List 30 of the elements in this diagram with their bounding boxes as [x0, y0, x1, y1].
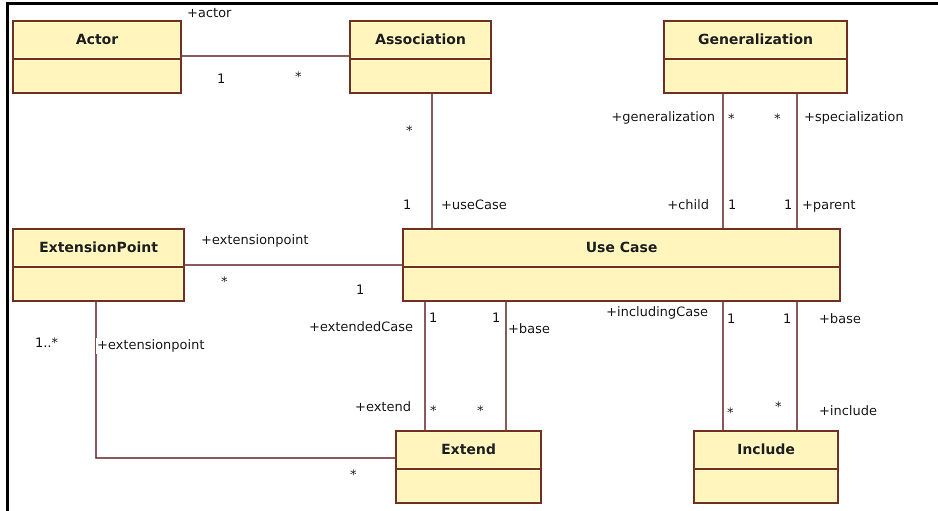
association-line [722, 302, 724, 430]
class-box [395, 430, 542, 504]
association-line [796, 302, 798, 430]
role-label: +extensionpoint [96, 338, 206, 354]
association-line [431, 94, 433, 228]
association-line [796, 94, 798, 228]
role-label: +specialization [803, 110, 905, 126]
class-box [402, 228, 841, 302]
association-line [722, 94, 724, 228]
class-box [693, 430, 839, 504]
association-line [505, 302, 507, 430]
role-label: +generalization [610, 110, 716, 126]
role-label: +extensionpoint [200, 233, 310, 249]
class-name: Actor [76, 30, 118, 50]
class-box [12, 228, 185, 302]
class-name: Extend [441, 440, 496, 460]
role-label: +parent [801, 198, 857, 214]
association-line [95, 302, 395, 459]
class-name: Use Case [586, 238, 658, 258]
class-name: ExtensionPoint [39, 238, 158, 258]
class-name: Association [375, 30, 466, 50]
association-line [424, 302, 426, 430]
role-label: +includingCase [605, 305, 709, 321]
class-box [12, 20, 182, 94]
class-box [663, 20, 848, 94]
class-name: Include [737, 440, 795, 460]
class-name: Generalization [698, 30, 814, 50]
class-box [349, 20, 492, 94]
association-line [185, 264, 402, 266]
association-line [182, 55, 349, 57]
